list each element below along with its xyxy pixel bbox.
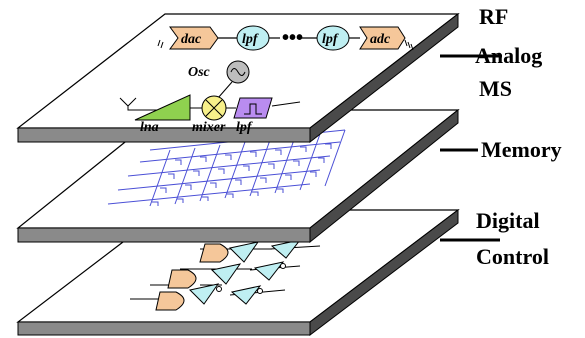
ellipsis-dots: •••	[282, 27, 303, 49]
buffer-3	[210, 263, 242, 285]
mixer-label: mixer	[192, 120, 226, 135]
control-label: Control	[476, 244, 549, 269]
lpf-label-c: lpf	[236, 120, 253, 135]
antenna-icon	[119, 97, 158, 111]
lpf-block-a	[236, 25, 270, 51]
digital-layer-side-edge	[309, 208, 459, 337]
buffer-2	[270, 239, 302, 259]
ms-label: MS	[479, 76, 512, 101]
buffer-4	[253, 261, 285, 281]
digital-layer-front-edge	[17, 321, 311, 336]
lpf-label-b: lpf	[322, 32, 339, 47]
rf-analog-layer: ••• dac lpf lpf adc Osc lna mixer	[16, 12, 460, 144]
adc-label: adc	[370, 32, 391, 47]
rf-layer-front-edge	[17, 127, 311, 143]
and-gate-1	[199, 243, 229, 263]
filter-icon	[244, 103, 262, 115]
analog-label: Analog	[475, 43, 542, 68]
layer-labels: RF Analog MS Memory Digital Control	[440, 4, 562, 269]
memory-label: Memory	[481, 137, 562, 162]
lpf-block-c	[233, 97, 273, 119]
mixer-cross-icon	[205, 99, 223, 117]
lpf-label-a: lpf	[242, 32, 259, 47]
buffer-6	[230, 285, 262, 305]
rf-label: RF	[479, 4, 508, 29]
buffer-5	[188, 283, 220, 305]
buffer-1	[228, 241, 260, 263]
rf-layer-side-edge	[309, 12, 459, 144]
dac-block	[169, 26, 219, 50]
lpf-block-b	[316, 25, 350, 51]
memory-array-grid	[107, 129, 346, 207]
digital-control-layer	[16, 208, 460, 337]
memory-layer	[16, 108, 460, 244]
osc-label: Osc	[188, 65, 211, 80]
lna-label: lna	[140, 120, 159, 135]
memory-layer-front-edge	[17, 227, 311, 243]
dac-label: dac	[181, 32, 202, 47]
memory-layer-side-edge	[309, 108, 459, 244]
sine-icon	[230, 68, 246, 76]
and-gate-2	[167, 269, 197, 289]
adc-block	[359, 26, 406, 50]
digital-label: Digital	[476, 208, 540, 233]
and-gate-3	[155, 291, 185, 311]
